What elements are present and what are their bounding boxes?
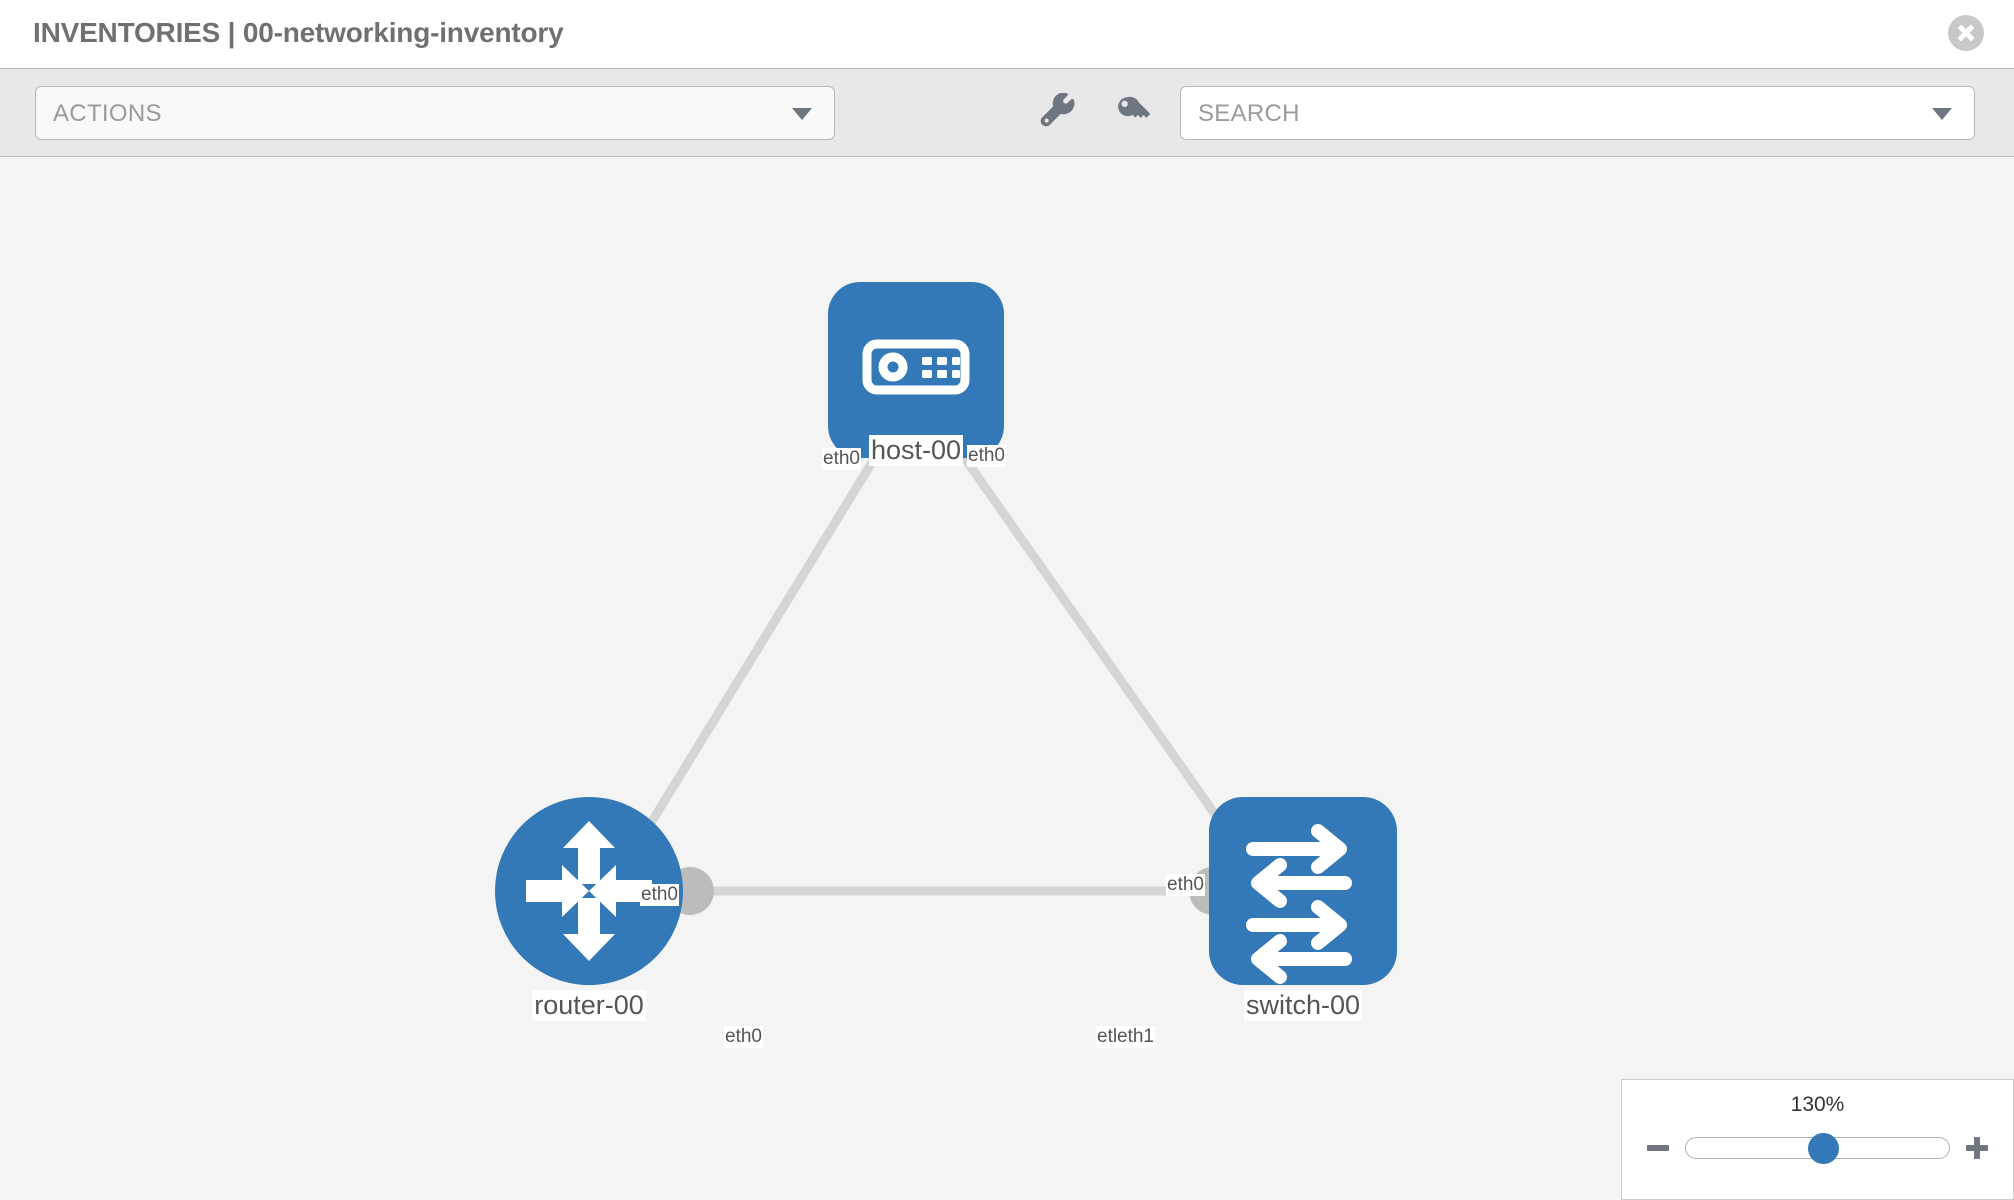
key-icon[interactable] [1114, 93, 1154, 133]
switch-arrows-icon [1246, 824, 1352, 984]
topology-graph [495, 282, 1397, 985]
plus-icon-vertical [1974, 1137, 1980, 1159]
iface-label-host-eth0-right: eth0 [967, 445, 1006, 467]
zoom-percent-label: 130% [1790, 1093, 1845, 1116]
router-arrows-icon [526, 821, 652, 961]
node-switch-00[interactable] [1209, 797, 1397, 985]
search-input[interactable]: SEARCH [1180, 86, 1975, 140]
node-label-switch-00: switch-00 [1243, 990, 1363, 1021]
actions-dropdown-label: ACTIONS [53, 100, 162, 127]
iface-label-switch-eth1: eth1 [1116, 1026, 1155, 1048]
endpoint-group [666, 412, 1268, 915]
wrench-icon[interactable] [1040, 93, 1080, 133]
topology-canvas[interactable]: host-00 router-00 switch-00 eth0 eth0 et… [0, 157, 2014, 1200]
actions-dropdown[interactable]: ACTIONS [35, 86, 835, 140]
zoom-slider-track[interactable] [1685, 1132, 1950, 1164]
iface-label-router-eth0: eth0 [724, 1026, 763, 1048]
node-router-00[interactable] [495, 797, 683, 985]
minus-icon [1647, 1145, 1669, 1151]
link-host-switch[interactable] [942, 428, 1250, 862]
iface-label-router-eth0-up: eth0 [640, 884, 679, 906]
chevron-down-icon [792, 108, 812, 120]
header-bar: INVENTORIES | 00-networking-inventory [0, 0, 2014, 69]
link-host-router[interactable] [619, 428, 895, 872]
iface-label-host-eth0-left: eth0 [822, 448, 861, 470]
zoom-slider-handle[interactable] [1808, 1132, 1840, 1164]
link-group [619, 428, 1250, 896]
toolbar-icon-group [1040, 86, 1154, 140]
node-host-00[interactable] [828, 282, 1004, 458]
zoom-out-button[interactable] [1645, 1135, 1671, 1161]
server-icon [862, 339, 970, 395]
page-title: INVENTORIES | 00-networking-inventory [33, 17, 564, 48]
node-label-router-00: router-00 [532, 990, 646, 1021]
iface-label-switch-eth0-up: eth0 [1166, 874, 1205, 896]
zoom-in-button[interactable] [1964, 1135, 1990, 1161]
zoom-control-panel: 130% [1621, 1079, 2014, 1200]
chevron-down-icon[interactable] [1932, 108, 1952, 120]
toolbar: ACTIONS SEARCH [0, 69, 2014, 157]
node-label-host-00: host-00 [868, 435, 964, 466]
zoom-slider-row [1622, 1128, 2013, 1168]
close-icon[interactable] [1948, 15, 1984, 51]
search-input-placeholder: SEARCH [1198, 100, 1300, 127]
